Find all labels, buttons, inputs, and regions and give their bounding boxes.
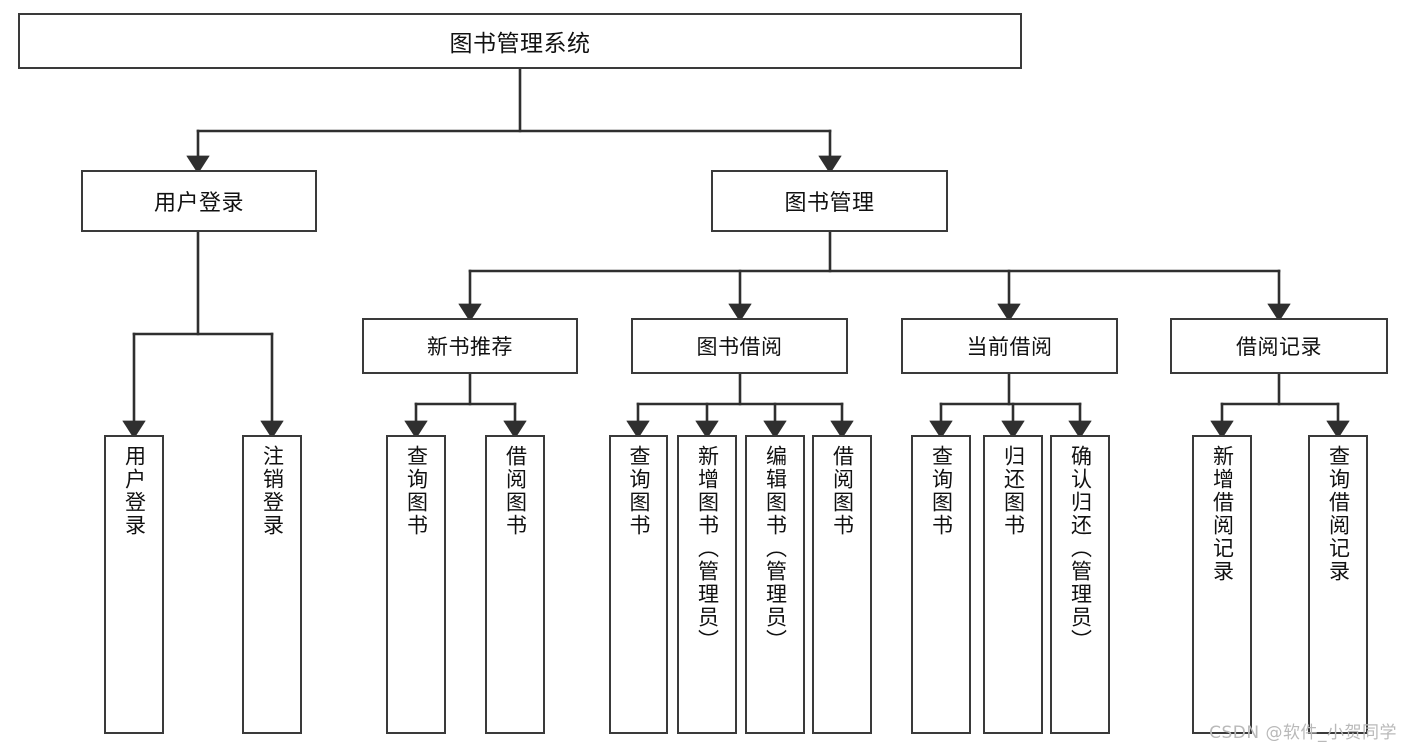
node-leaf-confirm-return-label: 确认归还（管理员）	[1068, 445, 1093, 652]
node-leaf-return-book-label: 归还图书	[1001, 445, 1026, 537]
node-leaf-query-record-label: 查询借阅记录	[1326, 445, 1351, 583]
node-leaf-borrow-book-2-label: 借阅图书	[830, 445, 855, 537]
node-book-manage[interactable]: 图书管理	[711, 170, 948, 232]
node-leaf-borrow-book-1-label: 借阅图书	[503, 445, 528, 537]
node-leaf-query-book-2-label: 查询图书	[627, 445, 651, 537]
node-user-login[interactable]: 用户登录	[81, 170, 317, 232]
node-leaf-user-login-label: 用户登录	[122, 445, 147, 537]
node-book-borrow-label: 图书借阅	[696, 335, 783, 359]
node-current-borrow-label: 当前借阅	[966, 335, 1053, 359]
node-borrow-record-label: 借阅记录	[1236, 335, 1322, 359]
node-leaf-query-book-2[interactable]: 查询图书	[609, 435, 668, 734]
node-leaf-add-record-label: 新增借阅记录	[1210, 445, 1235, 583]
node-leaf-query-book-3-label: 查询图书	[929, 445, 954, 537]
node-leaf-return-book[interactable]: 归还图书	[983, 435, 1043, 734]
node-user-login-label: 用户登录	[153, 191, 244, 216]
node-new-book-recommend[interactable]: 新书推荐	[362, 318, 578, 374]
node-leaf-query-book-1[interactable]: 查询图书	[386, 435, 446, 734]
watermark: CSDN @软件_小贺同学	[1209, 723, 1397, 743]
node-root[interactable]: 图书管理系统	[18, 13, 1022, 69]
node-leaf-add-book[interactable]: 新增图书（管理员）	[677, 435, 737, 734]
node-leaf-borrow-book-1[interactable]: 借阅图书	[485, 435, 545, 734]
node-book-manage-label: 图书管理	[784, 191, 875, 216]
node-root-label: 图书管理系统	[449, 31, 591, 57]
node-book-borrow[interactable]: 图书借阅	[631, 318, 848, 374]
node-leaf-query-record[interactable]: 查询借阅记录	[1308, 435, 1368, 734]
node-leaf-edit-book[interactable]: 编辑图书（管理员）	[745, 435, 805, 734]
node-borrow-record[interactable]: 借阅记录	[1170, 318, 1388, 374]
node-leaf-query-book-1-label: 查询图书	[404, 445, 429, 537]
node-leaf-edit-book-label: 编辑图书（管理员）	[763, 445, 788, 652]
node-current-borrow[interactable]: 当前借阅	[901, 318, 1118, 374]
node-leaf-user-logout-label: 注销登录	[260, 445, 285, 537]
node-leaf-confirm-return[interactable]: 确认归还（管理员）	[1050, 435, 1110, 734]
node-leaf-user-logout[interactable]: 注销登录	[242, 435, 302, 734]
node-leaf-user-login[interactable]: 用户登录	[104, 435, 164, 734]
node-leaf-borrow-book-2[interactable]: 借阅图书	[812, 435, 872, 734]
node-leaf-add-record[interactable]: 新增借阅记录	[1192, 435, 1252, 734]
node-new-book-recommend-label: 新书推荐	[427, 335, 513, 359]
node-leaf-add-book-label: 新增图书（管理员）	[695, 445, 720, 652]
node-leaf-query-book-3[interactable]: 查询图书	[911, 435, 971, 734]
